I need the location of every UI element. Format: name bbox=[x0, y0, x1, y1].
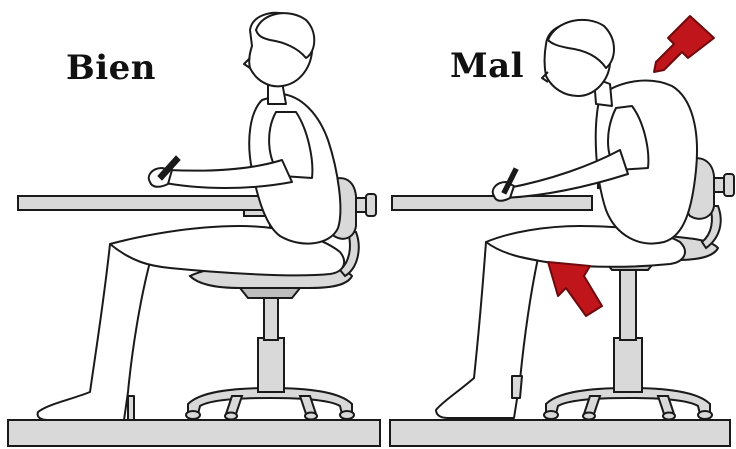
panel-good bbox=[8, 13, 380, 446]
label-good-posture: Bien bbox=[66, 48, 156, 88]
label-bad-posture: Mal bbox=[450, 46, 524, 86]
chair-knob-good bbox=[356, 194, 376, 216]
arrow-icon bbox=[548, 262, 602, 316]
chair-knob-bad bbox=[714, 174, 734, 196]
floor-bad bbox=[390, 420, 730, 446]
chair-column-bad bbox=[614, 268, 642, 392]
arrow-icon bbox=[654, 16, 714, 72]
chair-column-good bbox=[258, 290, 284, 392]
floor-good bbox=[8, 420, 380, 446]
panel-bad bbox=[390, 16, 734, 446]
seat-mount-good bbox=[240, 288, 300, 298]
